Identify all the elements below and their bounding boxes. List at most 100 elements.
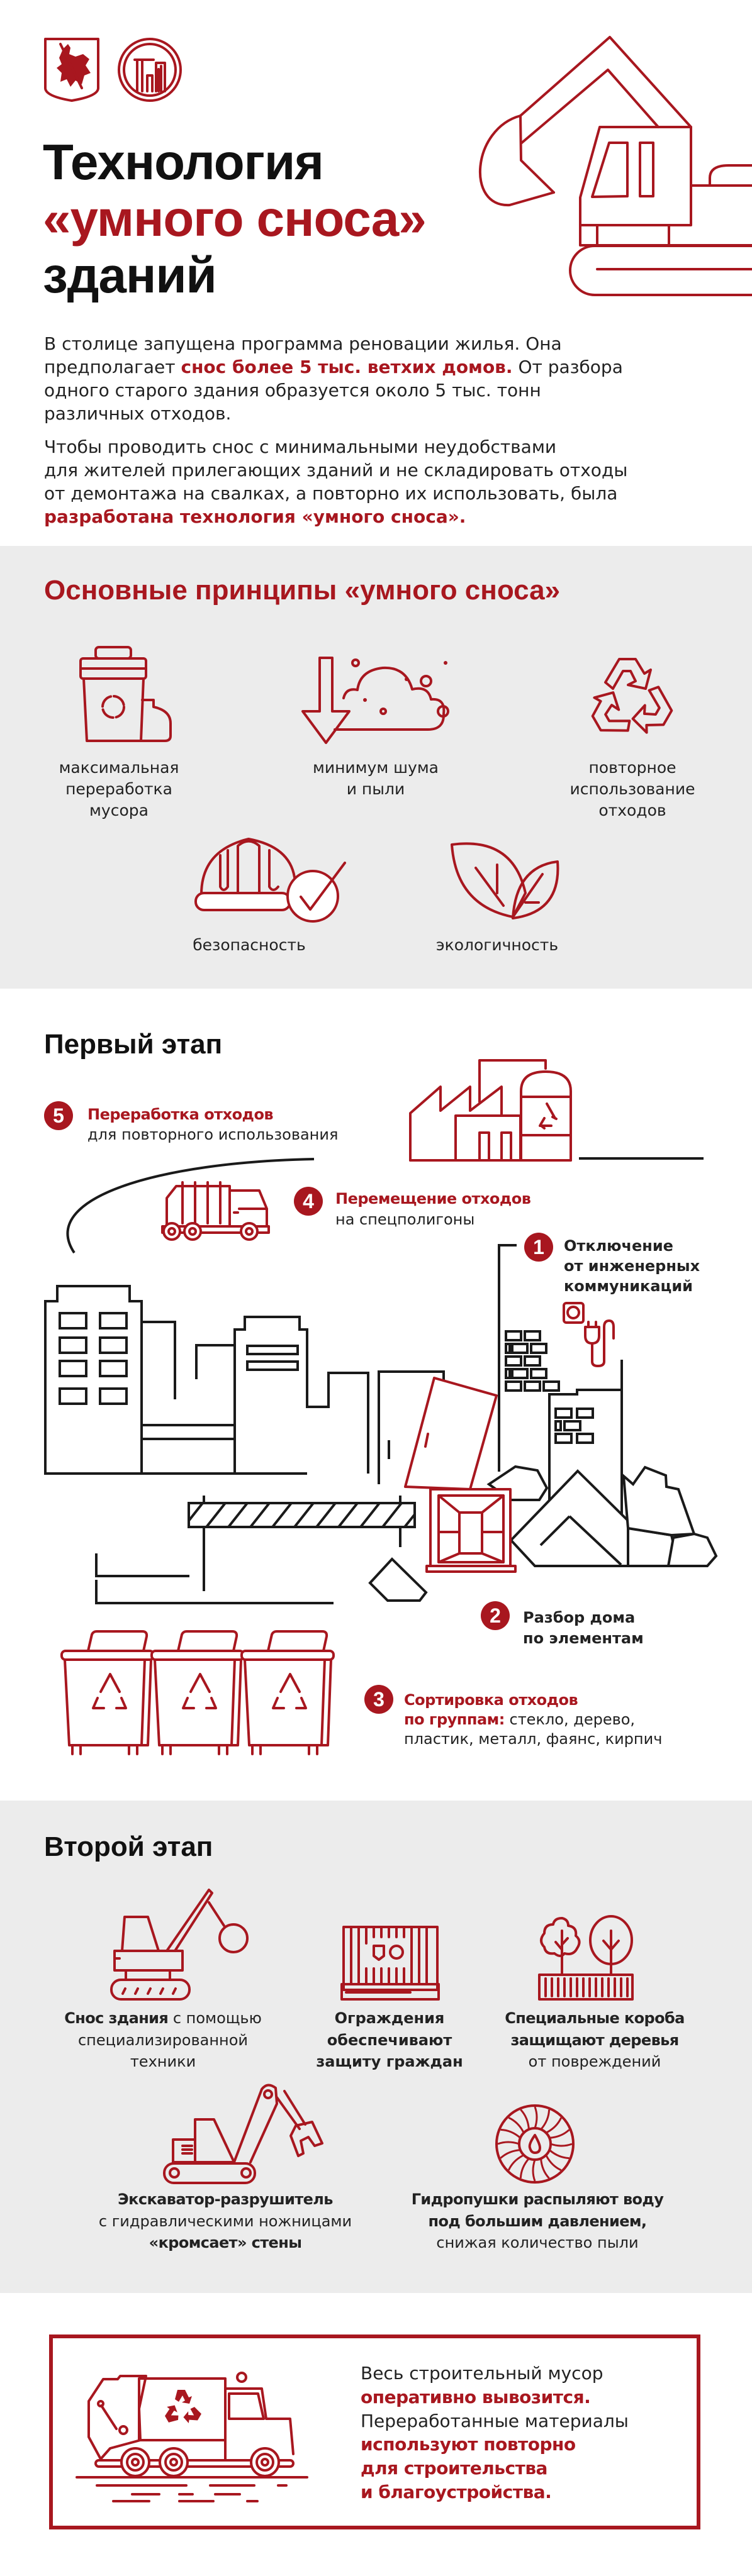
falling-wall-panel-illustration: [404, 1377, 517, 1573]
step-4-badge: 4: [294, 1187, 323, 1216]
text: одного старого здания образуется около 5…: [44, 380, 541, 401]
renovation-round-logo: [118, 38, 182, 102]
step-5-badge: 5: [44, 1101, 73, 1130]
text: повторное: [588, 758, 676, 777]
stage2-label-demolition: Снос здания с помощью специализированной…: [18, 2007, 308, 2073]
title-line-1: Технология: [43, 134, 324, 190]
text: Разбор дома: [523, 1609, 636, 1626]
principle-label-noise: минимум шума и пыли: [262, 757, 489, 800]
text: Перемещение отходов: [335, 1190, 531, 1208]
text: предполагает: [44, 357, 181, 377]
highlight-text: снос более 5 тыс. ветхих домов.: [181, 357, 513, 377]
stage2-label-tree-boxes: Специальные короба защищают деревья от п…: [450, 2007, 739, 2073]
text: защищают деревья: [510, 2031, 679, 2049]
text: коммуникаций: [564, 1277, 693, 1295]
step-2-text: Разбор дома по элементам: [523, 1607, 644, 1649]
step-2-badge: 2: [481, 1601, 510, 1630]
text: снижая количество пыли: [436, 2234, 639, 2251]
text: по группам:: [404, 1711, 505, 1728]
text: Снос здания: [64, 2009, 169, 2027]
stage2-label-excavator: Экскаватор-разрушитель с гидравлическими…: [81, 2189, 370, 2254]
text: защиту граждан: [316, 2053, 463, 2070]
principle-label-ecology: экологичность: [384, 935, 610, 956]
moscow-coat-of-arms-logo: [44, 38, 99, 102]
step-5-text: Переработка отходов для повторного испол…: [87, 1104, 338, 1145]
text: Чтобы проводить снос с минимальными неуд…: [44, 436, 557, 457]
text: Отключение: [564, 1237, 673, 1255]
stage2-label-water-cannons: Гидропушки распыляют воду под большим да…: [393, 2189, 682, 2254]
text: безопасность: [193, 936, 306, 954]
text: использование: [570, 780, 695, 798]
text: специализированной: [77, 2031, 249, 2049]
principle-label-safety: безопасность: [136, 935, 362, 956]
utility-socket-plug-icon: [563, 1302, 615, 1367]
highlight-text: для строительства: [361, 2458, 547, 2479]
principles-heading: Основные принципы «умного сноса»: [44, 575, 561, 606]
highlight-text: оперативно вывозится.: [361, 2386, 591, 2407]
text: пластик, металл, фаянс, кирпич: [404, 1730, 663, 1748]
text: различных отходов.: [44, 403, 232, 424]
text: «кромсает» стены: [149, 2234, 302, 2251]
text: по элементам: [523, 1629, 644, 1647]
text: Сортировка отходов: [404, 1691, 578, 1709]
principle-label-reuse: повторное использование отходов: [519, 757, 746, 821]
text: мусора: [89, 801, 149, 819]
step-1-text: Отключение от инженерных коммуникаций: [564, 1236, 700, 1296]
stage2-heading: Второй этап: [44, 1831, 213, 1862]
text: максимальная: [59, 758, 179, 777]
stage2-panel: [0, 1801, 752, 2293]
text: Специальные короба: [505, 2009, 685, 2027]
text: Ограждения: [334, 2009, 445, 2027]
text: для жителей прилегающих зданий и не скла…: [44, 460, 628, 480]
title-line-3: зданий: [43, 247, 217, 303]
text: техники: [130, 2053, 196, 2070]
highlight-text: и благоустройства.: [361, 2481, 552, 2502]
step-3-badge: 3: [364, 1685, 393, 1714]
text: для повторного использования: [87, 1126, 339, 1143]
text: от инженерных: [564, 1257, 700, 1275]
page-title: Технология «умного сноса» зданий: [43, 134, 427, 304]
text: с помощью: [168, 2009, 262, 2027]
step-3-text: Сортировка отходов по группам: стекло, д…: [404, 1690, 662, 1749]
title-line-2: «умного сноса»: [43, 191, 427, 247]
text: с гидравлическими ножницами: [98, 2212, 352, 2230]
text: В столице запущена программа реновации ж…: [44, 333, 562, 354]
final-note-box: [49, 2334, 700, 2529]
text: От разбора: [512, 357, 623, 377]
text: экологичность: [435, 936, 559, 954]
text: и пыли: [346, 780, 405, 798]
highlight-text: разработана технология «умного сноса».: [44, 506, 466, 527]
text: переработка: [65, 780, 172, 798]
header-excavator-illustration: [478, 36, 752, 296]
garbage-truck-illustration: [161, 1181, 270, 1241]
text: на спецполигоны: [335, 1211, 475, 1228]
text: Переработка отходов: [87, 1106, 274, 1123]
fence-barrier-illustration: [188, 1496, 416, 1591]
intro-paragraph-1: В столице запущена программа реновации ж…: [44, 332, 623, 425]
text: от повреждений: [528, 2053, 661, 2070]
step-4-text: Перемещение отходов на спецполигоны: [335, 1189, 531, 1230]
recycling-factory-illustration: [409, 1059, 572, 1162]
demolition-debris-illustration: [95, 1465, 718, 1604]
highlight-text: используют повторно: [361, 2434, 576, 2455]
text: Переработанные материалы: [361, 2410, 629, 2431]
text: Весь строительный мусор: [361, 2363, 603, 2384]
city-buildings-illustration: [44, 1244, 623, 1522]
text: минимум шума: [312, 758, 439, 777]
route-curve: [66, 1158, 315, 1254]
text: Экскаватор-разрушитель: [118, 2190, 333, 2208]
stage1-heading: Первый этап: [44, 1029, 223, 1060]
text: отходов: [598, 801, 666, 819]
step-1-badge: 1: [524, 1233, 553, 1262]
sorting-bins-illustration: [60, 1630, 335, 1755]
stage2-label-fences: Ограждения обеспечивают защиту граждан: [245, 2007, 534, 2073]
text: под большим давлением,: [428, 2212, 648, 2230]
text: обеспечивают: [327, 2031, 452, 2049]
text: стекло, дерево,: [504, 1711, 636, 1728]
intro-paragraph-2: Чтобы проводить снос с минимальными неуд…: [44, 435, 627, 528]
principles-panel: [0, 546, 752, 989]
text: от демонтажа на свалках, а повторно их и…: [44, 483, 618, 504]
text: Гидропушки распыляют воду: [411, 2190, 664, 2208]
principle-label-recycling: максимальная переработка мусора: [6, 757, 232, 821]
